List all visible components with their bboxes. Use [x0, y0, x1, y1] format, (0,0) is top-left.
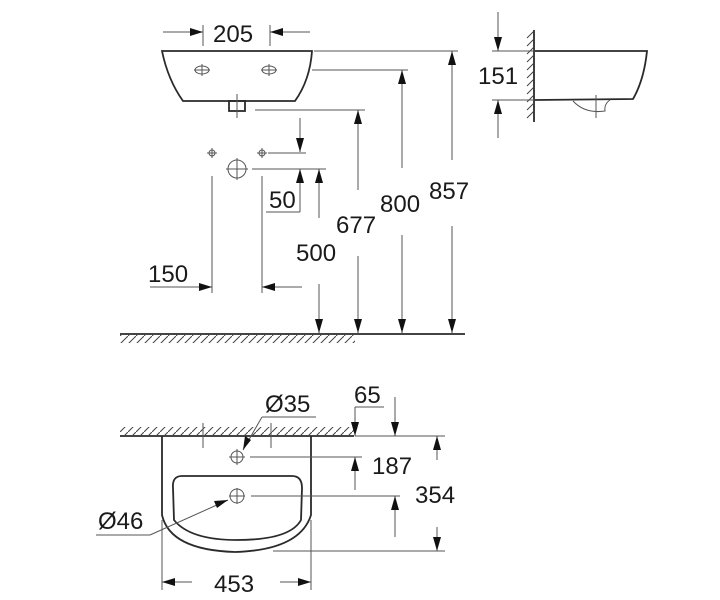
- dimension-basin-projection: 354: [415, 482, 455, 509]
- top-view: Ø35 Ø46 65 187 354 453: [96, 382, 455, 598]
- dimension-tap-hole-from-wall: 187: [372, 453, 412, 480]
- dimension-waste-diameter: Ø46: [98, 508, 143, 535]
- dimension-supply-spacing: 150: [148, 261, 188, 288]
- supply-point-icon: [257, 148, 267, 158]
- dimension-supply-offset: 50: [269, 187, 296, 214]
- basin-top-outline: [161, 436, 312, 553]
- wall-hatch-top: [120, 427, 354, 435]
- floor-hatch: [120, 335, 355, 343]
- dimension-wall-offset: 65: [354, 382, 381, 409]
- dimension-tap-hole-diameter: Ø35: [265, 391, 310, 418]
- supply-point-icon: [207, 148, 217, 158]
- dimension-basin-width: 453: [214, 571, 254, 598]
- side-view: 151: [478, 12, 648, 138]
- dimension-overflow-height: 800: [380, 191, 420, 218]
- waste-outlet-icon: [226, 158, 248, 180]
- dimension-underside-height: 677: [336, 212, 376, 239]
- tap-hole-icon: [194, 64, 210, 76]
- dimension-waste-height: 500: [296, 240, 336, 267]
- front-view: 205 50: [120, 21, 469, 343]
- tap-hole-icon: [261, 64, 277, 76]
- bowl-inner-outline: [172, 475, 303, 541]
- basin-front-outline: [160, 50, 313, 102]
- basin-side-outline: [534, 50, 648, 101]
- dimension-basin-depth: 151: [478, 63, 518, 90]
- wall-hatch: [526, 30, 535, 119]
- dimension-tap-spacing: 205: [213, 21, 253, 48]
- dimension-rim-height: 857: [429, 178, 469, 205]
